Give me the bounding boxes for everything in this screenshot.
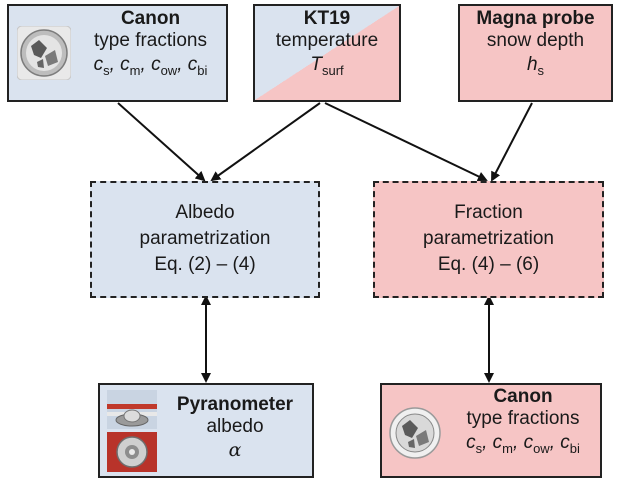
kt19-symbol: Tsurf [310, 53, 344, 78]
canon-top-title: Canon [120, 8, 181, 29]
fraction-param-line-3: Eq. (4) – (6) [437, 254, 540, 275]
arrow-magna-to-fraction [491, 102, 533, 182]
fraction-param-line-2: parametrization [423, 228, 554, 249]
albedo-param-line-2: parametrization [139, 228, 271, 249]
fisheye-camera-icon [389, 407, 441, 459]
magna-title: Magna probe [476, 8, 595, 29]
canon-bottom-symbols: cs, cm, cow, cbi [466, 431, 580, 456]
canon-bottom-subtitle: type fractions [466, 408, 580, 430]
canon-bottom-box: Canon type fractions cs, cm, cow, cbi [380, 383, 602, 478]
magna-probe-box: Magna probe snow depth hs [458, 4, 613, 102]
fraction-param-line-1: Fraction [454, 202, 523, 223]
pyranometer-subtitle: albedo [206, 416, 264, 438]
albedo-param-line-3: Eq. (2) – (4) [154, 254, 256, 275]
magna-subtitle: snow depth [486, 30, 585, 52]
albedo-parametrization-box: Albedo parametrization Eq. (2) – (4) [90, 181, 320, 298]
kt19-box: KT19 temperature Tsurf [253, 4, 401, 102]
kt19-title: KT19 [303, 8, 351, 29]
arrow-canon-to-albedo [117, 102, 206, 182]
canon-top-subtitle: type fractions [94, 30, 207, 52]
fraction-parametrization-box: Fraction parametrization Eq. (4) – (6) [373, 181, 604, 298]
pyranometer-box: Pyranometer albedo α [98, 383, 314, 478]
magna-symbol: hs [526, 53, 545, 78]
canon-top-box: Canon type fractions cs, cm, cow, cbi [7, 4, 228, 102]
canon-bottom-title: Canon [493, 386, 553, 407]
kt19-subtitle: temperature [275, 30, 379, 52]
pyranometer-symbol: α [228, 438, 242, 461]
pyranometer-title: Pyranometer [176, 394, 294, 415]
fisheye-camera-icon [17, 26, 71, 80]
pyranometer-photo-icon [107, 390, 157, 472]
canon-top-symbols: cs, cm, cow, cbi [93, 53, 208, 78]
albedo-param-line-1: Albedo [175, 202, 235, 223]
arrow-kt19-to-albedo [210, 102, 321, 182]
arrow-kt19-to-fraction [324, 102, 488, 182]
